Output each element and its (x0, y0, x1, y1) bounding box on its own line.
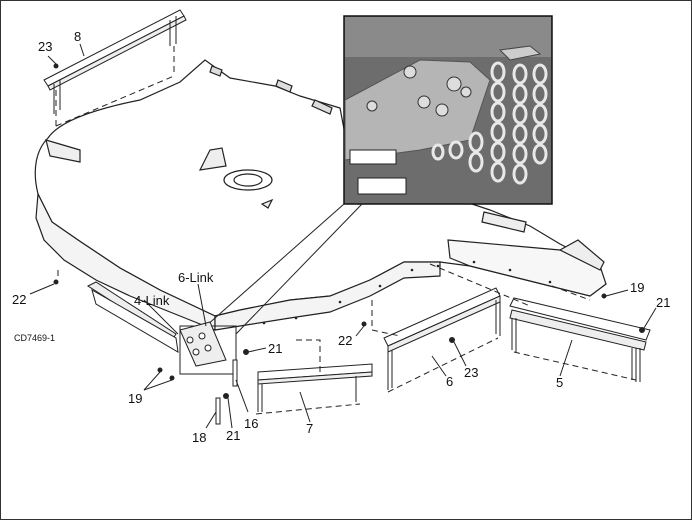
callout-4-link: 4-Link (134, 293, 170, 308)
bolt-19-left-b (169, 375, 175, 381)
callout-5: 5 (556, 375, 563, 390)
part-8-chain-rail (43, 9, 187, 114)
inset-bolt-1 (403, 65, 417, 79)
part-7-chain-rail (257, 363, 373, 412)
callout-6-link: 6-Link (178, 270, 214, 285)
callout-22-left: 22 (12, 292, 26, 307)
callout-19-left: 19 (128, 391, 142, 406)
hardware (53, 279, 645, 399)
hitch-tube (481, 211, 527, 233)
deck-side-skirt (214, 261, 441, 331)
callout-18: 18 (192, 430, 206, 445)
nut-21-low (223, 393, 229, 399)
callout-23-top: 23 (38, 39, 52, 54)
gearbox-bracket (198, 147, 227, 171)
part-6-dash (387, 337, 499, 393)
deck-bump-1 (209, 65, 223, 77)
part-6-chain-rail (383, 287, 501, 390)
skirt-holes (262, 260, 552, 325)
callout-19-right: 19 (630, 280, 644, 295)
inset-bolt-4 (417, 95, 431, 109)
inset-chains (431, 61, 548, 185)
part-5-dash (513, 351, 637, 381)
inset-bolt-5 (435, 103, 449, 117)
leader-lines (29, 43, 657, 429)
bolt-tab (260, 198, 274, 209)
bolt-22-left (53, 279, 59, 285)
inset-pointer-1 (205, 203, 345, 327)
part-8-dash-3 (55, 75, 175, 127)
inset-label-box-2 (357, 177, 407, 195)
hitch-tab (558, 239, 605, 271)
deck-bump-2 (275, 79, 293, 93)
inset-photo (343, 15, 553, 205)
callout-21-mid: 21 (268, 341, 282, 356)
callout-22-mid: 22 (338, 333, 352, 348)
callout-8: 8 (74, 29, 81, 44)
inset-top-link (498, 45, 542, 61)
figure-code: CD7469-1 (14, 333, 55, 343)
nut-21-mid (243, 349, 249, 355)
mower-deck (34, 59, 607, 331)
bolt-23-top (53, 63, 59, 69)
alignment-dashes (57, 263, 591, 372)
part-7-dash (255, 403, 361, 415)
gearbox-opening (233, 173, 263, 187)
inset-label-box-1 (349, 149, 397, 165)
left-bracket-assembly (86, 281, 227, 367)
inset-bolt-6 (366, 100, 378, 112)
deck-front-skirt (35, 191, 216, 331)
bolt-22-mid (361, 321, 367, 327)
deck-front-flap (45, 139, 81, 163)
gearbox-bolt-circle (223, 169, 273, 191)
bolt-19-right (601, 293, 607, 299)
inset-bolt-3 (460, 86, 472, 98)
inset-bolt-2 (446, 76, 462, 92)
callout-21-low: 21 (226, 428, 240, 443)
callout-6: 6 (446, 374, 453, 389)
bolt-19-left-a (157, 367, 163, 373)
part-5-chain-rail (509, 297, 651, 382)
callout-21-right: 21 (656, 295, 670, 310)
inset-pointer-2 (235, 203, 363, 335)
callout-7: 7 (306, 421, 313, 436)
deck-bump-3 (311, 99, 333, 115)
callout-23-mid: 23 (464, 365, 478, 380)
callout-16: 16 (244, 416, 258, 431)
chain-links-small (215, 359, 238, 425)
nut-21-right (639, 327, 645, 333)
bolt-23-mid (449, 337, 455, 343)
